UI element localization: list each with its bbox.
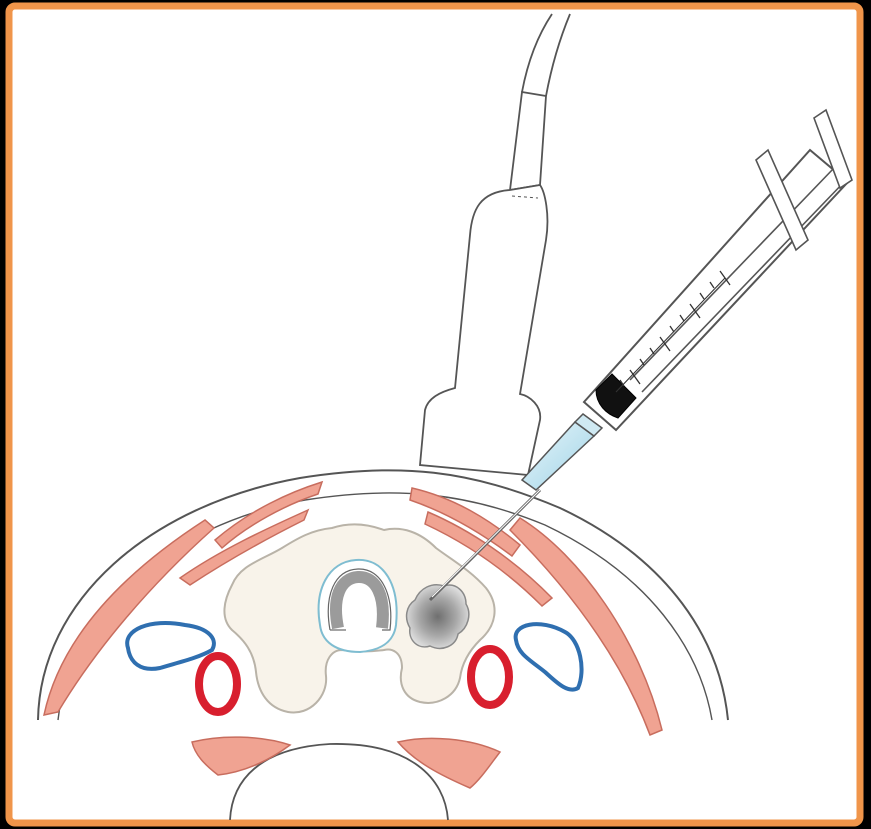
carotid-artery-icon [199, 656, 237, 712]
trachea-icon [319, 560, 397, 652]
carotid-artery-icon [471, 649, 509, 705]
